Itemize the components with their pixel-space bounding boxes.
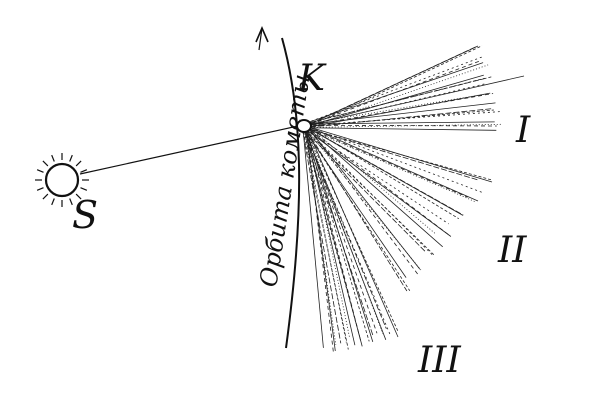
tail-1-streak — [305, 124, 497, 127]
tail-1-streak — [303, 75, 525, 127]
tail-2-streak — [305, 125, 451, 236]
comet-label: K — [297, 58, 327, 99]
tail-3-streak — [304, 127, 399, 333]
tail-1-streak — [304, 45, 483, 129]
tail-1-streak — [305, 64, 489, 129]
tail-2-streak — [303, 123, 460, 220]
comet-orbit — [281, 37, 301, 349]
tail-2-streak — [304, 127, 493, 181]
tail-2-streak — [303, 125, 434, 256]
tail-3-streak — [305, 126, 362, 343]
tail-1-streak — [302, 127, 497, 131]
tail-3-streak — [302, 127, 324, 348]
tail-2-streak — [305, 124, 418, 275]
tail-1-streak — [304, 102, 496, 126]
sun-rays — [35, 153, 89, 207]
tail-2-streak — [304, 124, 443, 248]
tail-3-streak — [304, 126, 378, 334]
tail-3-streak — [305, 124, 351, 339]
tail-1-streak — [305, 74, 484, 127]
sun-ray — [75, 193, 82, 200]
tail-3-streak — [301, 126, 361, 340]
sun-ray — [69, 154, 73, 162]
tail-type-3 — [301, 123, 399, 352]
sun-ray — [69, 198, 73, 206]
sun-ray — [80, 169, 88, 173]
tail-2-streak — [301, 127, 427, 253]
tail-3-streak — [303, 124, 356, 346]
tail-2-streak — [302, 123, 479, 202]
tail-2-streak — [304, 123, 421, 270]
tail-3-streak — [301, 124, 374, 336]
comet-head — [296, 119, 312, 133]
tail-3-streak — [305, 125, 334, 352]
tail-2-streak — [304, 126, 468, 198]
sun-label: S — [72, 193, 98, 237]
tail-3-streak — [301, 124, 392, 337]
tail-1-label: I — [515, 110, 531, 151]
tail-2-streak — [302, 124, 464, 216]
sun-ray — [51, 154, 55, 162]
tail-3-streak — [305, 127, 384, 334]
sun-ray — [42, 193, 49, 200]
tail-2-streak — [303, 126, 479, 181]
orbit-arrow-shaft — [258, 27, 263, 51]
tail-2-streak — [305, 127, 475, 202]
tail-1-streak — [302, 76, 492, 125]
sun-ray — [36, 187, 44, 191]
tail-2-streak — [302, 123, 408, 292]
tail-2-streak — [304, 127, 422, 271]
tail-3-streak — [305, 125, 399, 338]
sun-ray — [51, 198, 55, 206]
tail-3-label: III — [417, 340, 461, 381]
sun-comet-line — [79, 125, 299, 175]
sun-ray — [75, 160, 82, 167]
tail-1-streak — [305, 121, 495, 125]
tail-1-streak — [301, 56, 484, 125]
sun-ray — [42, 160, 49, 167]
tail-1-streak — [304, 60, 480, 127]
tail-type-1 — [301, 45, 525, 131]
tail-3-streak — [304, 127, 337, 345]
tail-3-streak — [301, 127, 342, 344]
tail-2-streak — [301, 125, 411, 292]
sun-disk — [44, 162, 80, 198]
tail-3-streak — [302, 127, 349, 350]
tail-2-streak — [302, 126, 449, 225]
sun-ray — [80, 187, 88, 191]
sun — [35, 153, 89, 207]
tail-2-label: II — [497, 230, 527, 271]
tail-type-2 — [301, 123, 493, 292]
sun-ray — [36, 169, 44, 173]
orbit-label: Орбита кометы — [254, 72, 315, 289]
